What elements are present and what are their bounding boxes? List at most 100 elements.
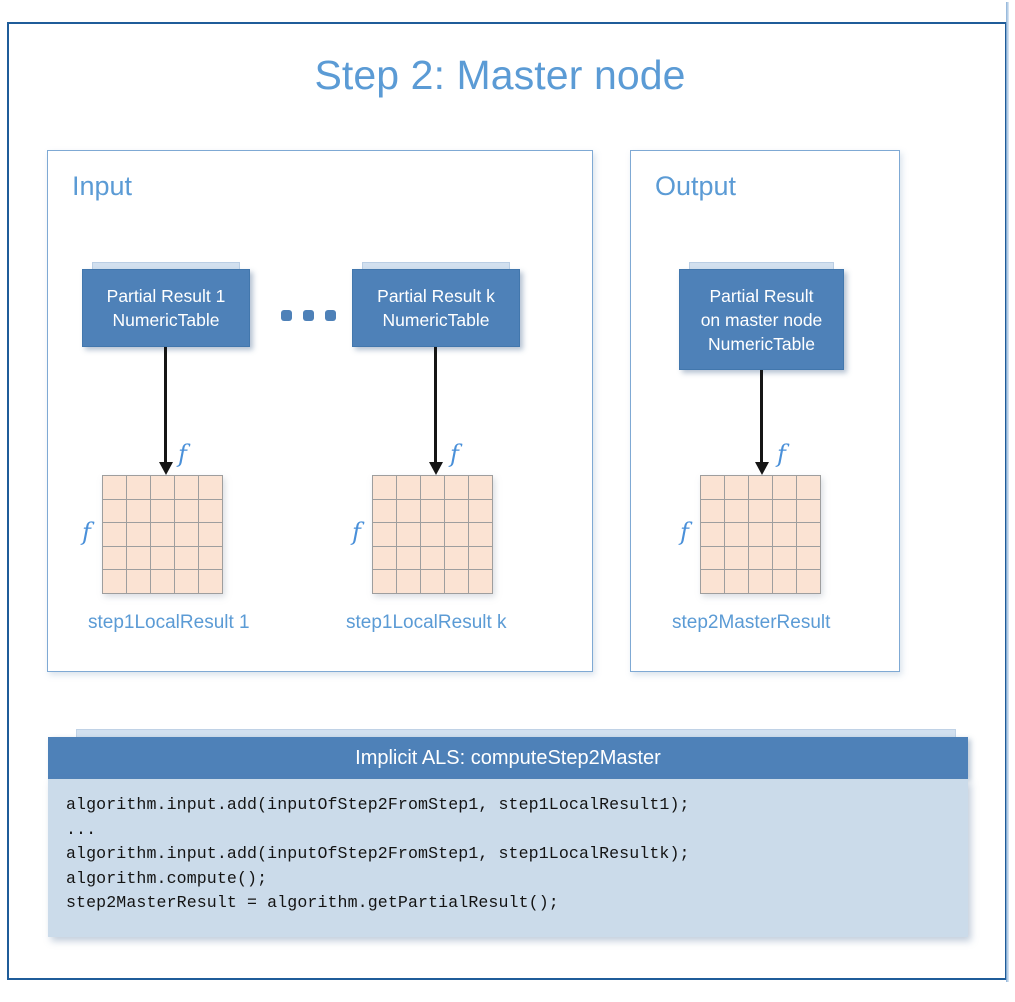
matrix-grid-step1-local-result-k (372, 475, 493, 594)
matrix-cell (151, 546, 174, 570)
input-panel-label: Input (72, 171, 133, 201)
dot-icon (325, 310, 336, 321)
numerictable-box-body: Partial Result 1 NumericTable (82, 269, 250, 347)
numerictable-box-partial-result-master[interactable]: Partial Result on master node NumericTab… (679, 262, 844, 370)
matrix-cell (445, 570, 468, 593)
matrix-col-label-master: f (777, 440, 786, 468)
matrix-cell (749, 570, 772, 593)
page-title: Step 2: Master node (314, 52, 686, 98)
matrix-cell (151, 476, 174, 499)
arrow-down-icon (429, 347, 443, 475)
matrix-grid-step2-master-result (700, 475, 821, 594)
arrow-head (755, 462, 769, 475)
arrow-head (159, 462, 173, 475)
numerictable-box-body: Partial Result k NumericTable (352, 269, 520, 347)
matrix-cell (373, 499, 396, 523)
matrix-cell (445, 523, 468, 546)
matrix-cell (175, 570, 198, 593)
matrix-caption-step1-local-result-1: step1LocalResult 1 (88, 612, 250, 633)
matrix-cell (175, 546, 198, 570)
matrix-cell (797, 476, 820, 499)
arrow-down-icon (159, 347, 173, 475)
matrix-cell (749, 546, 772, 570)
box-line-1: Partial Result 1 (106, 286, 226, 306)
matrix-cell (397, 476, 420, 499)
matrix-cell (797, 570, 820, 593)
matrix-cell (797, 499, 820, 523)
matrix-cell (127, 546, 150, 570)
numerictable-box-partial-result-1[interactable]: Partial Result 1 NumericTable (82, 262, 250, 347)
matrix-cell (469, 476, 492, 499)
matrix-cell (199, 523, 222, 546)
matrix-col-label-k: f (450, 440, 459, 468)
matrix-row-label-master: f (680, 518, 689, 546)
matrix-cell (773, 523, 796, 546)
matrix-cell (397, 523, 420, 546)
code-panel-body[interactable]: algorithm.input.add(inputOfStep2FromStep… (48, 779, 968, 937)
matrix-cell (373, 570, 396, 593)
arrow-down-icon (755, 370, 769, 475)
matrix-cell (199, 499, 222, 523)
matrix-cell (175, 499, 198, 523)
matrix-cell (151, 499, 174, 523)
dot-icon (303, 310, 314, 321)
arrow-shaft (164, 347, 167, 463)
matrix-cell (773, 499, 796, 523)
matrix-cell (445, 476, 468, 499)
matrix-cell (445, 499, 468, 523)
numerictable-box-partial-result-k[interactable]: Partial Result k NumericTable (352, 262, 520, 347)
matrix-cell (421, 523, 444, 546)
matrix-cell (151, 523, 174, 546)
matrix-cell (151, 570, 174, 593)
matrix-cell (725, 476, 748, 499)
matrix-cell (373, 476, 396, 499)
arrow-head (429, 462, 443, 475)
matrix-cell (701, 499, 724, 523)
code-panel-header: Implicit ALS: computeStep2Master (48, 737, 968, 779)
box-line-1: Partial Result (709, 285, 814, 306)
matrix-cell (725, 570, 748, 593)
matrix-cell (469, 570, 492, 593)
box-line-1: Partial Result k (377, 286, 495, 306)
matrix-cell (773, 546, 796, 570)
matrix-col-label-1: f (178, 440, 187, 468)
box-line-2: on master node (700, 309, 823, 330)
box-line-3: NumericTable (708, 333, 815, 354)
matrix-cell (773, 570, 796, 593)
matrix-cell (749, 523, 772, 546)
matrix-cell (199, 570, 222, 593)
matrix-cell (469, 546, 492, 570)
matrix-cell (469, 499, 492, 523)
code-panel: Implicit ALS: computeStep2Master algorit… (48, 729, 968, 944)
matrix-cell (373, 546, 396, 570)
matrix-cell (749, 476, 772, 499)
matrix-cell (725, 499, 748, 523)
matrix-cell (701, 523, 724, 546)
matrix-cell (397, 499, 420, 523)
matrix-caption-step1-local-result-k: step1LocalResult k (346, 612, 507, 633)
matrix-cell (103, 476, 126, 499)
matrix-cell (421, 499, 444, 523)
matrix-grid-step1-local-result-1 (102, 475, 223, 594)
matrix-cell (103, 570, 126, 593)
matrix-cell (103, 523, 126, 546)
matrix-cell (469, 523, 492, 546)
matrix-cell (421, 476, 444, 499)
matrix-cell (127, 499, 150, 523)
arrow-shaft (760, 370, 763, 463)
matrix-cell (725, 546, 748, 570)
matrix-cell (103, 546, 126, 570)
matrix-cell (175, 523, 198, 546)
matrix-cell (373, 523, 396, 546)
matrix-cell (445, 546, 468, 570)
matrix-cell (397, 546, 420, 570)
matrix-row-label-k: f (352, 518, 361, 546)
matrix-cell (725, 523, 748, 546)
matrix-cell (175, 476, 198, 499)
arrow-shaft (434, 347, 437, 463)
matrix-cell (127, 523, 150, 546)
code-snippet: algorithm.input.add(inputOfStep2FromStep… (66, 795, 690, 912)
matrix-cell (127, 476, 150, 499)
box-tab-decoration (689, 262, 834, 272)
output-panel-label: Output (655, 171, 737, 201)
